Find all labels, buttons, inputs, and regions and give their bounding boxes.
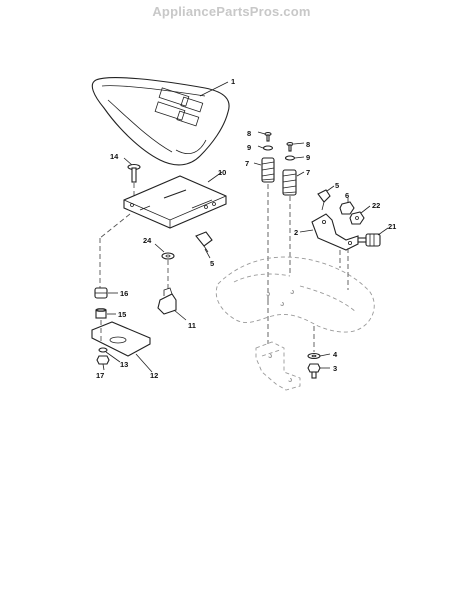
bolt-14[interactable] [127,163,141,183]
callout-12: 12 [150,371,158,380]
clip-5-upper[interactable] [317,189,331,211]
washer-13[interactable] [98,347,108,353]
leader-14 [123,157,133,166]
base-plate-12[interactable] [91,321,151,357]
leader-17 [102,363,105,371]
watermark: AppliancePartsPros.com [152,4,311,19]
callout-8-right: 8 [306,140,310,149]
knob-6[interactable] [339,201,355,215]
bracket-2[interactable] [311,213,359,251]
washer-24[interactable] [161,252,175,260]
leader-7b [296,171,305,177]
leader-5a [326,185,335,192]
callout-9-right: 9 [306,153,310,162]
callout-24: 24 [143,236,152,245]
leader-5b [204,248,211,259]
nut-17[interactable] [96,355,110,365]
callout-1: 1 [231,77,235,86]
fender-ghost [215,256,375,333]
seat[interactable] [91,77,230,166]
callout-21: 21 [388,222,396,231]
leader-8b [293,142,305,145]
leader-7a [253,162,262,166]
callout-22: 22 [372,201,380,210]
mount-bracket-ghost [255,341,301,391]
leader-13 [105,351,121,363]
screw-8-left[interactable] [264,131,272,142]
dash-10a [99,213,131,239]
seat-pan-10[interactable] [123,175,227,229]
pivot-bracket-11[interactable] [157,287,177,315]
nut-22[interactable] [349,211,365,225]
callout-4: 4 [333,350,338,359]
bumper-16[interactable] [94,287,108,299]
leader-12 [135,353,153,373]
callout-labels: 1 8 8 9 9 7 7 14 10 5 6 22 2 21 24 5 16 … [96,77,396,380]
clip-5-lower[interactable] [195,231,213,253]
callout-16: 16 [120,289,128,298]
callout-5-lower: 5 [210,259,214,268]
leader-9a [257,145,264,149]
washer-9-right[interactable] [284,155,296,161]
callout-14: 14 [110,152,119,161]
knob-21[interactable] [357,233,381,247]
callout-8-left: 8 [247,129,251,138]
callout-15: 15 [118,310,126,319]
callout-10: 10 [218,168,226,177]
callout-11: 11 [188,321,196,330]
leader-21 [377,227,389,236]
leader-24 [154,243,165,253]
leader-22 [360,205,371,214]
washer-4[interactable] [307,352,321,360]
bolt-3[interactable] [307,363,321,379]
callout-7-left: 7 [245,159,249,168]
callout-3: 3 [333,364,337,373]
leader-1 [199,81,229,97]
leader-4 [319,353,331,357]
callout-13: 13 [120,360,128,369]
callout-6: 6 [345,191,349,200]
screw-8-right[interactable] [286,141,294,152]
leader-10 [207,171,223,183]
spring-7-right[interactable] [282,169,297,196]
callout-5-upper: 5 [335,181,339,190]
leader-2 [299,229,314,233]
leader-11 [173,309,187,321]
callout-9-left: 9 [247,143,251,152]
leader-8a [257,131,266,135]
washer-9-left[interactable] [262,145,274,151]
spacer-15[interactable] [95,308,107,319]
callout-17: 17 [96,371,104,380]
leader-9b [294,156,305,159]
spring-7-left[interactable] [261,157,275,183]
callout-7-right: 7 [306,168,310,177]
callout-2: 2 [294,228,298,237]
